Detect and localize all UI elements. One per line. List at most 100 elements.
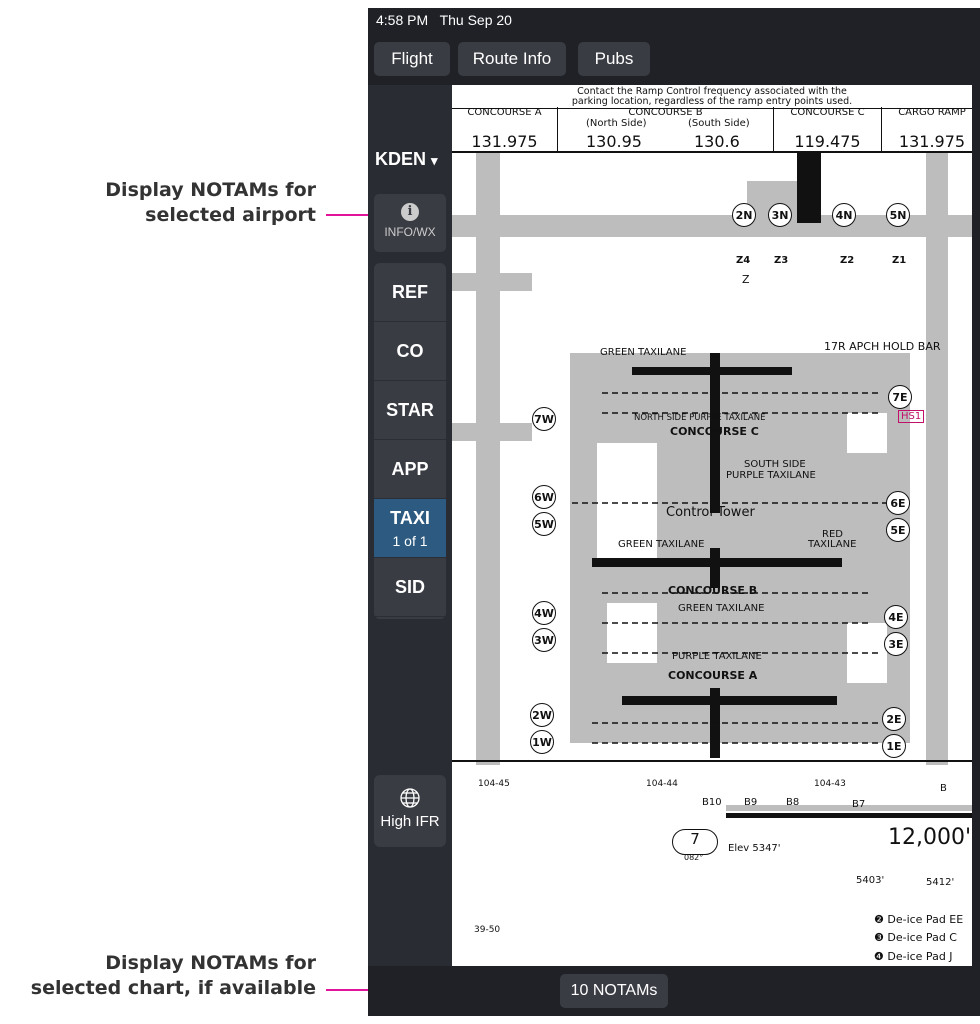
tab-count: 1 of 1 (392, 532, 428, 549)
spot-marker: 1W (530, 730, 554, 754)
freq-name: CONCOURSE A (467, 107, 542, 118)
diagram-label: PURPLE TAXILANE (726, 470, 816, 481)
longitude-tick: 104-45 (478, 779, 510, 789)
tab-sid[interactable]: SID (374, 558, 446, 617)
spot-marker: 2E (882, 707, 906, 731)
tab-label: REF (392, 281, 428, 302)
spot-marker: 3W (532, 628, 556, 652)
entry-point: Z3 (774, 255, 789, 266)
diagram-label: GREEN TAXILANE (618, 539, 705, 550)
diagram-label: PURPLE TAXILANE (672, 651, 762, 662)
info-wx-label: INFO/WX (384, 225, 436, 239)
freq-name: CARGO RAMP (898, 107, 966, 118)
taxilanes (572, 392, 892, 744)
diagram-label: TAXILANE (808, 539, 857, 550)
taxiway-label: B10 (702, 797, 722, 808)
runway-elevation: Elev 5347' (728, 843, 781, 854)
tab-taxi[interactable]: TAXI 1 of 1 (374, 499, 446, 558)
legend-text: De-ice Pad C (887, 931, 957, 944)
spot-marker: 6E (886, 491, 910, 515)
taxiway-b (726, 805, 972, 811)
tab-co[interactable]: CO (374, 322, 446, 381)
spot-marker: 5N (886, 203, 910, 227)
freq-value: 119.475 (794, 132, 861, 151)
freq-name: CONCOURSE C (790, 107, 865, 118)
annotation-line-1: Display NOTAMs for (105, 179, 316, 201)
sidebar: KDEN ▾ i INFO/WX REF CO STAR APP TAXI 1 o… (368, 85, 452, 966)
tab-ref[interactable]: REF (374, 263, 446, 322)
section-divider (452, 760, 972, 762)
runway-heading: 082° (684, 853, 704, 862)
tab-star[interactable]: STAR (374, 381, 446, 440)
runway-length: 12,000' (888, 825, 972, 850)
ramp-note: Contact the Ramp Control frequency assoc… (452, 87, 972, 109)
spot-marker: 3N (768, 203, 792, 227)
longitude-tick: 104-43 (814, 779, 846, 789)
spot-marker: 5W (532, 512, 556, 536)
spot-marker: 4N (832, 203, 856, 227)
high-ifr-label: High IFR (380, 813, 440, 830)
spot-marker: 5E (886, 518, 910, 542)
tab-app[interactable]: APP (374, 440, 446, 499)
tab-label: TAXI (390, 507, 430, 528)
info-wx-button[interactable]: i INFO/WX (374, 194, 446, 252)
app-window: 4:58 PM Thu Sep 20 Flight Route Info Pub… (368, 8, 980, 1016)
freq-value: 130.6 (694, 132, 740, 151)
diagram-label: GREEN TAXILANE (678, 603, 765, 614)
route-info-button[interactable]: Route Info (458, 42, 566, 76)
runway-number: 7 (690, 830, 700, 848)
spot-marker: 7E (888, 385, 912, 409)
notams-button[interactable]: 10 NOTAMs (560, 974, 668, 1008)
status-date: Thu Sep 20 (439, 12, 512, 28)
tdze-left: 5403' (856, 875, 885, 886)
runway-number-box: 7 (672, 829, 718, 855)
freq-value: 130.95 (586, 132, 642, 151)
info-icon: i (401, 203, 419, 221)
spot-marker: 2N (732, 203, 756, 227)
diagram-label: GREEN TAXILANE (600, 347, 687, 358)
taxiway-label: B7 (852, 799, 866, 810)
high-ifr-button[interactable]: High IFR (374, 775, 446, 847)
pubs-button[interactable]: Pubs (578, 42, 650, 76)
spot-marker: 4E (884, 605, 908, 629)
freq-concourse-b: CONCOURSE B (North Side)(South Side) 130… (558, 107, 774, 151)
entry-point: Z1 (892, 255, 907, 266)
runway-label: Z (742, 273, 750, 286)
freq-concourse-c: CONCOURSE C 119.475 (774, 107, 882, 151)
taxiway-label: B (940, 783, 947, 794)
cargo-building (797, 153, 821, 223)
tab-label: APP (391, 458, 429, 479)
note-line: Contact the Ramp Control frequency assoc… (577, 86, 847, 97)
freq-sub: (North Side) (586, 118, 647, 129)
latitude-tick: 39-50 (474, 925, 501, 935)
freq-value: 131.975 (898, 132, 966, 151)
diagram-label: SOUTH SIDE (744, 459, 806, 470)
diagram-label: NORTH SIDE PURPLE TAXILANE (634, 413, 766, 423)
chevron-down-icon: ▾ (431, 153, 438, 168)
legend-item: ❹ De-ice Pad J (874, 950, 953, 963)
spot-marker: 2W (530, 703, 554, 727)
tab-label: CO (396, 340, 424, 361)
diagram-label: RED (822, 529, 843, 540)
spot-marker: 7W (532, 407, 556, 431)
freq-value: 131.975 (471, 132, 538, 151)
diagram-label: CONCOURSE B (668, 584, 758, 597)
legend-text: De-ice Pad EE (887, 913, 964, 926)
diagram-label: CONCOURSE A (668, 669, 758, 682)
airport-diagram (452, 153, 972, 765)
tdze-right: 5412' (926, 877, 955, 888)
spot-marker: 6W (532, 485, 556, 509)
freq-concourse-a: CONCOURSE A 131.975 (452, 107, 558, 151)
annotation-line-1: Display NOTAMs for (105, 952, 316, 974)
flight-button[interactable]: Flight (374, 42, 450, 76)
legend-text: De-ice Pad J (887, 950, 953, 963)
spot-marker: 1E (882, 734, 906, 758)
longitude-tick: 104-44 (646, 779, 678, 789)
taxiway-label: B9 (744, 797, 758, 808)
airport-selector[interactable]: KDEN ▾ (375, 149, 438, 170)
taxi-chart[interactable]: Contact the Ramp Control frequency assoc… (452, 85, 972, 966)
freq-cargo-ramp: CARGO RAMP 131.975 (882, 107, 972, 151)
diagram-label: CONCOURSE C (670, 425, 759, 438)
tab-label: SID (394, 576, 425, 597)
